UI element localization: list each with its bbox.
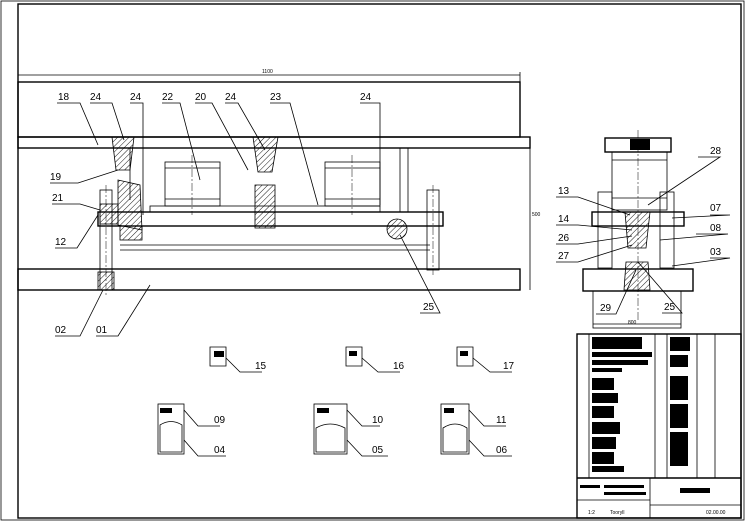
label-24d: 24 — [360, 92, 372, 103]
mark-text: Tooryll — [610, 510, 624, 516]
leader-lines — [50, 102, 731, 457]
label-26: 26 — [558, 233, 570, 244]
label-16: 16 — [393, 361, 405, 372]
label-22: 22 — [162, 92, 174, 103]
label-03: 03 — [710, 247, 722, 258]
label-21: 21 — [52, 193, 64, 204]
overall-dimension-text: 1100 — [262, 69, 273, 75]
label-13: 13 — [558, 186, 570, 197]
label-27: 27 — [558, 251, 570, 262]
label-17: 17 — [503, 361, 515, 372]
label-08: 08 — [710, 223, 722, 234]
label-07: 07 — [710, 203, 722, 214]
label-05: 05 — [372, 445, 384, 456]
height-dimension-text: 500 — [532, 212, 541, 218]
clamp-left — [111, 136, 135, 171]
label-10: 10 — [372, 415, 384, 426]
label-28: 28 — [710, 146, 722, 157]
label-09: 09 — [214, 415, 226, 426]
top-plate — [17, 81, 521, 138]
label-29: 29 — [600, 303, 612, 314]
label-11: 11 — [496, 415, 507, 426]
front-view: 1100 — [17, 69, 541, 295]
label-25a: 25 — [423, 302, 435, 313]
sheet-inner-border — [17, 3, 742, 519]
label-12: 12 — [55, 237, 67, 248]
label-15: 15 — [255, 361, 267, 372]
parts-list-table — [576, 333, 742, 519]
part-labels: 18 24 24 22 20 24 23 24 19 21 12 02 01 2… — [50, 92, 722, 456]
side-foot — [592, 290, 682, 329]
label-19: 19 — [50, 172, 62, 183]
label-04: 04 — [214, 445, 226, 456]
label-23: 23 — [270, 92, 282, 103]
base-plate — [17, 268, 521, 291]
side-view: 800 — [582, 130, 694, 329]
label-02: 02 — [55, 325, 67, 336]
side-cylinder — [611, 151, 668, 211]
label-24a: 24 — [90, 92, 102, 103]
label-18: 18 — [58, 92, 70, 103]
label-06: 06 — [496, 445, 508, 456]
label-25b: 25 — [664, 302, 676, 313]
detail-blocks — [157, 346, 474, 455]
title-block: 1:2 Tooryll 02.00.00 — [576, 333, 742, 519]
scale-text: 1:2 — [588, 510, 595, 516]
bearing-25 — [386, 218, 408, 240]
label-01: 01 — [96, 325, 108, 336]
sheet-number-text: 02.00.00 — [706, 510, 726, 516]
label-24b: 24 — [130, 92, 142, 103]
clamp-middle — [252, 136, 279, 173]
label-24c: 24 — [225, 92, 237, 103]
side-width-text: 800 — [628, 320, 637, 326]
label-14: 14 — [558, 214, 570, 225]
label-20: 20 — [195, 92, 207, 103]
